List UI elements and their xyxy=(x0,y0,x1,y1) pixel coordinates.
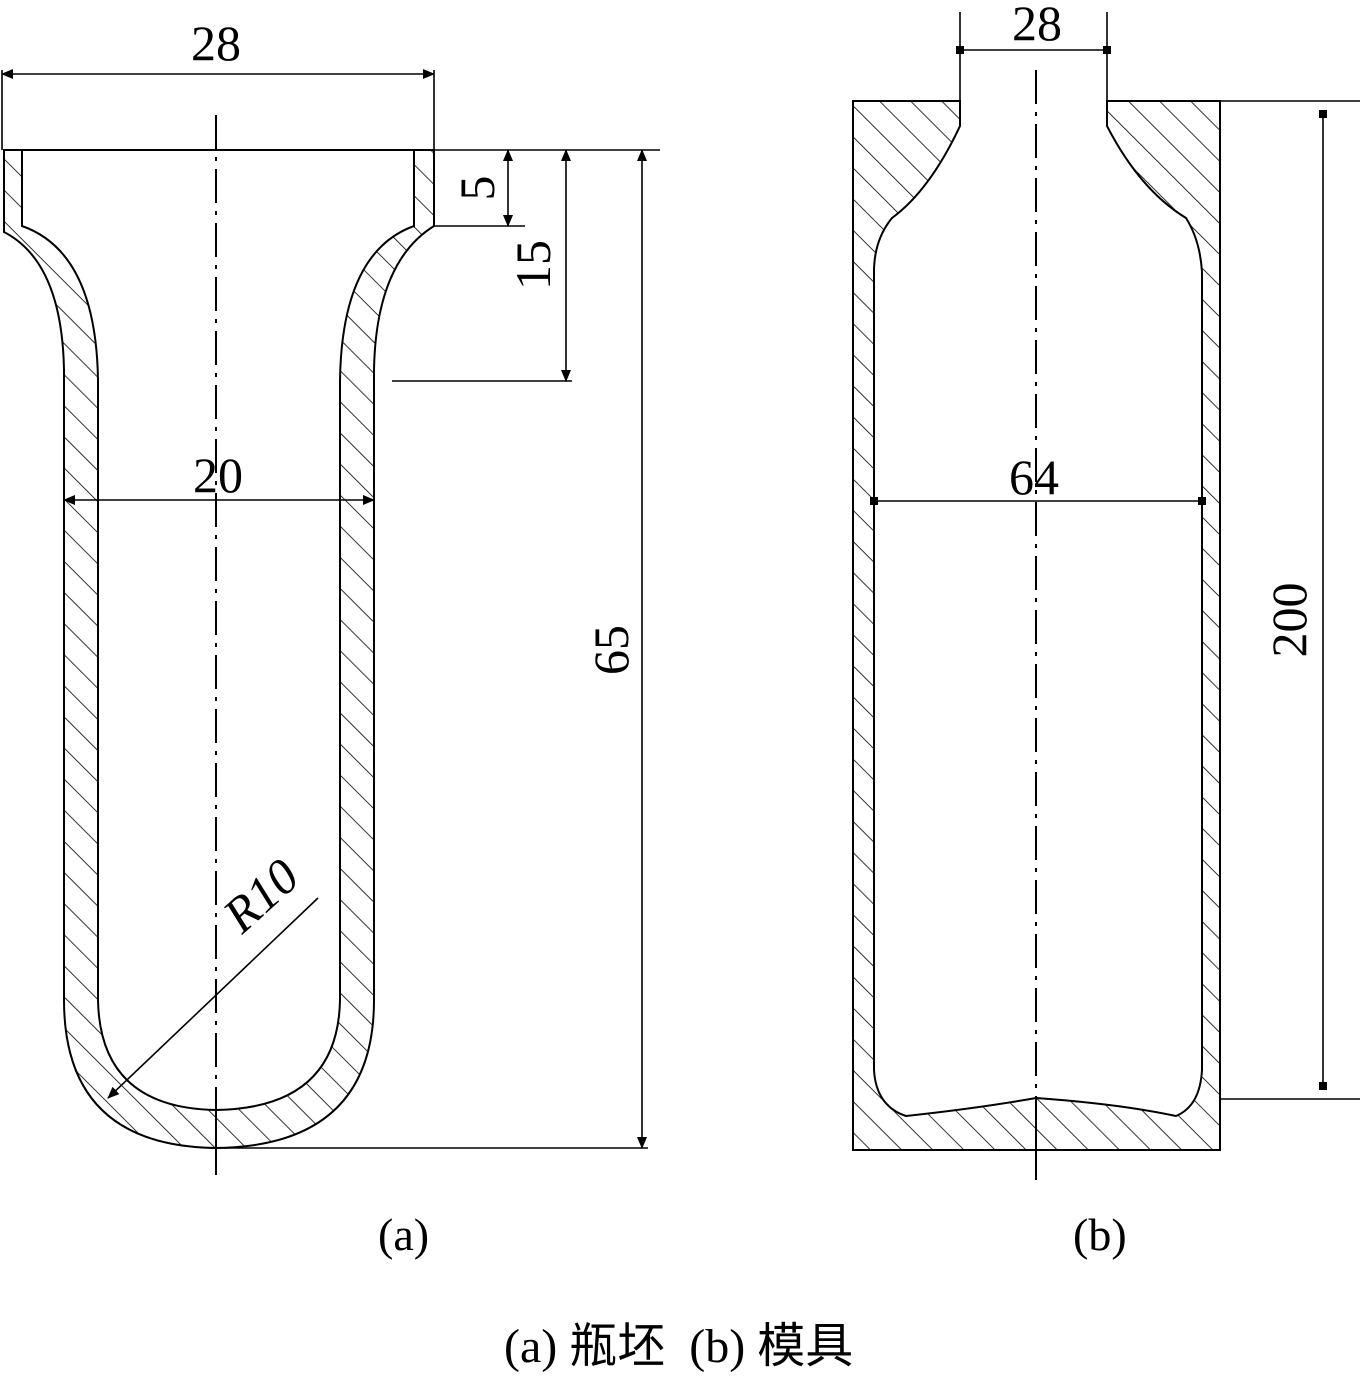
mold-drawing: 28 64 200 xyxy=(852,0,1360,1180)
caption-preform: (a) 瓶坯 xyxy=(504,1320,666,1373)
dim-r10-leader xyxy=(107,897,319,1099)
preform-drawing: 28 5 15 65 20 R10 xyxy=(1,15,660,1180)
preform-sublabel: (a) xyxy=(378,1209,430,1260)
dim-bottom-radius-label: R10 xyxy=(211,848,309,944)
dim-neck-height-label: 5 xyxy=(449,176,505,201)
figure-caption: (a) 瓶坯 (b) 模具 xyxy=(498,1306,859,1376)
mold-dim-neck-width-label: 28 xyxy=(1012,0,1062,51)
mold-right-block xyxy=(1035,100,1221,1151)
mold-left-block xyxy=(852,100,1037,1151)
dim-body-diameter-label: 20 xyxy=(193,447,243,503)
dim-shoulder-height-label: 15 xyxy=(505,240,561,290)
dim-neck-width-label: 28 xyxy=(191,15,241,71)
caption-mold: (b) 模具 xyxy=(689,1320,854,1373)
mold-dim-cavity-diameter-label: 64 xyxy=(1009,449,1059,505)
mold-sublabel: (b) xyxy=(1073,1209,1127,1260)
mold-dim-cavity-height-label: 200 xyxy=(1261,583,1317,658)
preform-left-wall xyxy=(3,149,217,1150)
preform-right-wall xyxy=(215,149,435,1150)
dim-total-height-label: 65 xyxy=(583,625,639,675)
